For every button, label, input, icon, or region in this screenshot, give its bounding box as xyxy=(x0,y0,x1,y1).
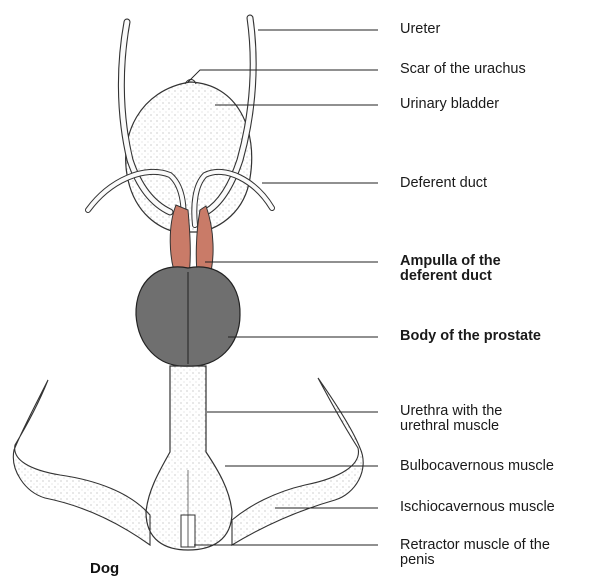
leader-scar xyxy=(188,70,378,82)
label-bulbocavernous: Bulbocavernous muscle xyxy=(400,459,554,474)
label-prostate: Body of the prostate xyxy=(400,329,541,344)
label-retractor: Retractor muscle of the penis xyxy=(400,538,550,568)
label-deferent-duct: Deferent duct xyxy=(400,176,487,191)
label-urethra: Urethra with the urethral muscle xyxy=(400,404,502,434)
pelvis-left xyxy=(13,380,150,545)
species-label: Dog xyxy=(90,560,119,577)
pelvis-right xyxy=(232,378,363,545)
label-ampulla: Ampulla of the deferent duct xyxy=(400,254,501,284)
label-ischiocavernous: Ischiocavernous muscle xyxy=(400,500,555,515)
urinary-bladder-shape xyxy=(126,82,252,232)
label-scar-urachus: Scar of the urachus xyxy=(400,62,526,77)
label-ureter: Ureter xyxy=(400,22,440,37)
label-urinary-bladder: Urinary bladder xyxy=(400,97,499,112)
